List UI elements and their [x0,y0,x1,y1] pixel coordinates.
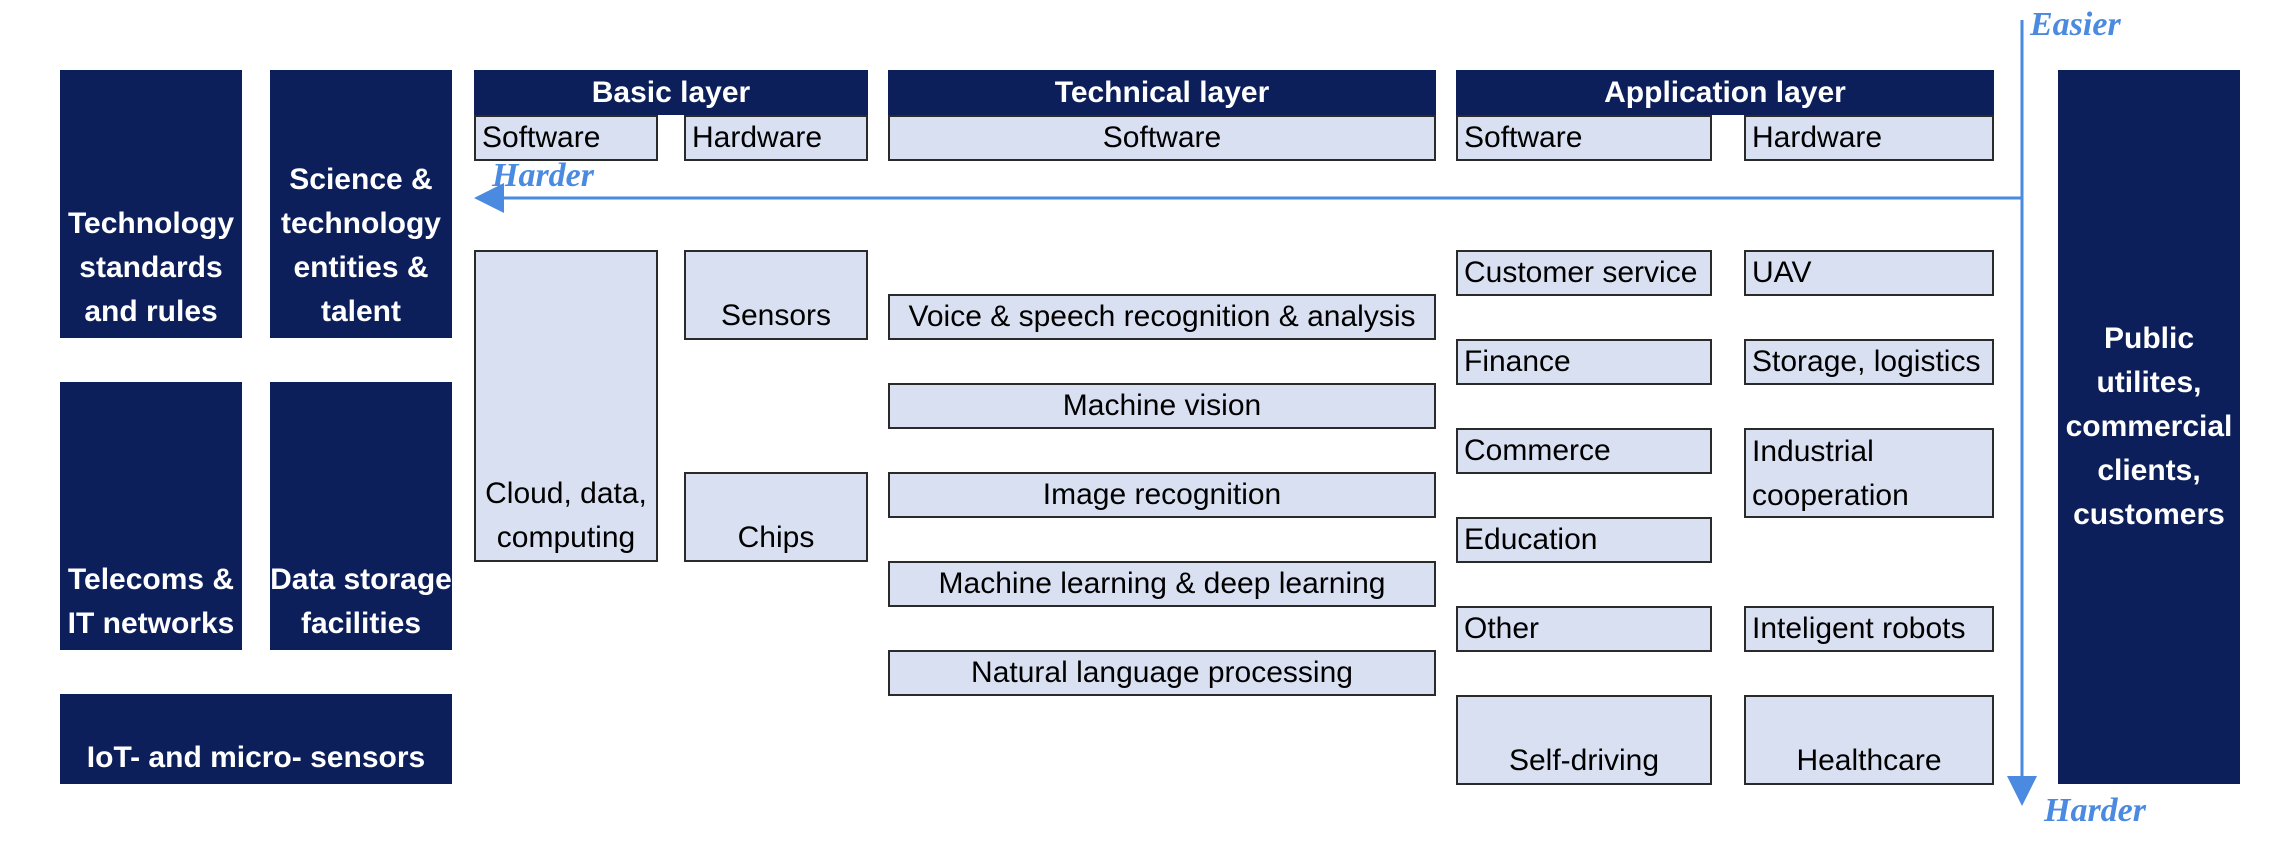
technical-software-label: Software [1102,121,1222,154]
harder-horizontal-label: Harder [492,157,594,194]
technical-item-label: Voice & speech recognition & analysis [908,300,1416,333]
app-software-item-label: Customer service [1464,256,1698,289]
application-layer-title: Application layer [1604,75,1846,109]
app-hardware-item-label: Storage, logistics [1752,345,1981,378]
technical-item-machine-learning: Machine learning & deep learning [888,561,1436,607]
technical-item-label: Image recognition [1042,478,1282,511]
technical-item-label: Natural language processing [971,656,1353,689]
chips-label: Chips [737,521,815,554]
app-software-other: Other [1456,606,1712,652]
customers-box: Public utilites, commercial clients, cus… [2058,70,2240,784]
app-hardware-item-label: Industrial cooperation [1752,435,1909,512]
app-software-self-driving: Self-driving [1456,695,1712,785]
app-software-education: Education [1456,517,1712,563]
science-entities-label: Science & technology entities & talent [280,163,441,328]
app-software-commerce: Commerce [1456,428,1712,474]
technical-layer-title: Technical layer [1054,75,1270,109]
app-hardware-item-label: Inteligent robots [1752,612,1966,645]
sensors-label: Sensors [720,299,832,332]
basic-software-label: Software [482,121,601,154]
technical-item-nlp: Natural language processing [888,650,1436,696]
technical-item-image-recognition: Image recognition [888,472,1436,518]
basic-hardware-box: Hardware [684,115,868,161]
data-storage-box: Data storage facilities [270,382,452,650]
data-storage-label: Data storage facilities [270,563,452,640]
customers-label: Public utilites, commercial clients, cus… [2065,322,2233,531]
easier-label: Easier [2030,6,2121,43]
application-hardware-box: Hardware [1744,115,1994,161]
technical-item-voice: Voice & speech recognition & analysis [888,294,1436,340]
science-entities-box: Science & technology entities & talent [270,70,452,338]
cloud-data-computing-label: Cloud, data, computing [485,477,647,554]
app-software-item-label: Other [1464,612,1540,645]
app-hardware-item-label: Healthcare [1796,744,1942,777]
technology-standards-box: Technology standards and rules [60,70,242,338]
harder-vertical-label: Harder [2044,792,2146,829]
app-hardware-storage-logistics: Storage, logistics [1744,339,1994,385]
basic-layer-header: Basic layer [474,70,868,115]
app-software-item-label: Education [1464,523,1598,556]
app-hardware-item-label: UAV [1752,256,1812,289]
app-hardware-intelligent-robots: Inteligent robots [1744,606,1994,652]
app-hardware-healthcare: Healthcare [1744,695,1994,785]
basic-hardware-label: Hardware [692,121,823,154]
app-software-item-label: Self-driving [1508,744,1660,777]
cloud-data-computing-box: Cloud, data, computing [474,250,658,562]
chips-box: Chips [684,472,868,562]
technical-software-box: Software [888,115,1436,161]
telecoms-label: Telecoms & IT networks [67,563,235,640]
app-software-item-label: Finance [1464,345,1571,378]
application-hardware-label: Hardware [1752,121,1883,154]
basic-software-box: Software [474,115,658,161]
technical-item-label: Machine learning & deep learning [938,567,1386,600]
app-software-finance: Finance [1456,339,1712,385]
application-software-label: Software [1464,121,1583,154]
sensors-box: Sensors [684,250,868,340]
app-hardware-uav: UAV [1744,250,1994,296]
telecoms-box: Telecoms & IT networks [60,382,242,650]
iot-sensors-label: IoT- and micro- sensors [86,741,426,774]
technical-item-label: Machine vision [1062,389,1262,422]
technology-standards-label: Technology standards and rules [67,207,235,328]
app-software-item-label: Commerce [1464,434,1611,467]
technical-layer-header: Technical layer [888,70,1436,115]
iot-sensors-box: IoT- and micro- sensors [60,694,452,784]
technical-item-machine-vision: Machine vision [888,383,1436,429]
application-software-box: Software [1456,115,1712,161]
application-layer-header: Application layer [1456,70,1994,115]
basic-layer-title: Basic layer [591,75,751,109]
app-software-customer-service: Customer service [1456,250,1712,296]
app-hardware-industrial-cooperation: Industrial cooperation [1744,428,1994,518]
